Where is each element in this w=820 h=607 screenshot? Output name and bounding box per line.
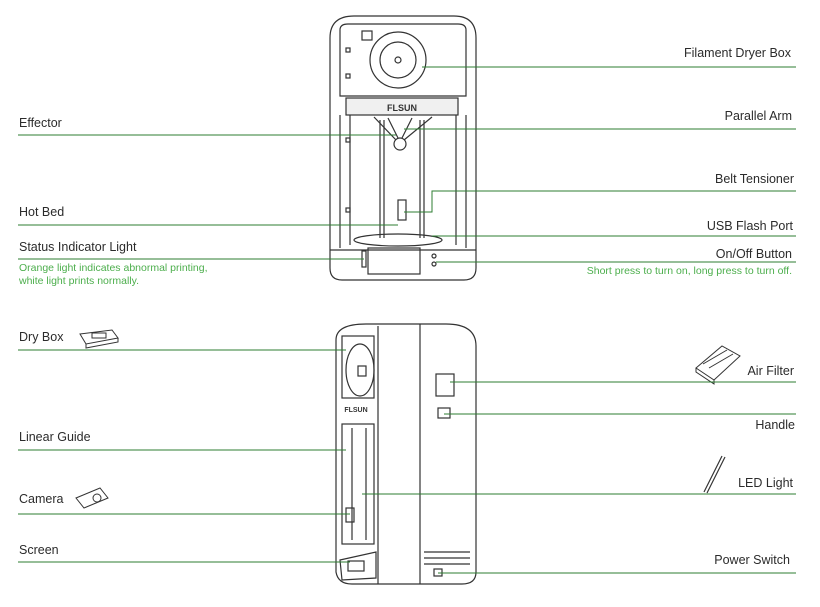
dry-box-thumbnail-icon <box>79 329 119 349</box>
note-status-line-2: white light prints normally. <box>19 275 140 287</box>
air-filter-thumbnail-icon <box>695 345 741 385</box>
note-onoff-button: Short press to turn on, long press to tu… <box>586 265 792 277</box>
label-parallel-arm: Parallel Arm <box>724 109 792 123</box>
brand-logo: FLSUN <box>387 103 417 113</box>
led-light-thumbnail-icon <box>703 455 726 494</box>
label-filament-dryer-box: Filament Dryer Box <box>684 46 791 60</box>
printer-front-view: FLSUN <box>329 15 477 281</box>
camera-thumbnail-icon <box>75 487 109 509</box>
label-air-filter: Air Filter <box>747 364 794 378</box>
label-screen: Screen <box>19 543 59 557</box>
label-onoff-button: On/Off Button <box>715 247 792 261</box>
leader-lines <box>18 66 796 574</box>
label-led-light: LED Light <box>738 476 793 490</box>
printer-angled-view: FLSUN <box>335 323 477 585</box>
label-usb-flash-port: USB Flash Port <box>706 219 793 233</box>
label-dry-box: Dry Box <box>19 330 64 344</box>
label-linear-guide: Linear Guide <box>19 430 91 444</box>
note-status-line-1: Orange light indicates abnormal printing… <box>19 262 208 274</box>
label-belt-tensioner: Belt Tensioner <box>715 172 794 186</box>
label-status-indicator-light: Status Indicator Light <box>19 240 137 254</box>
label-hot-bed: Hot Bed <box>19 205 65 219</box>
label-power-switch: Power Switch <box>714 553 790 567</box>
label-camera: Camera <box>19 492 64 506</box>
label-effector: Effector <box>19 116 62 130</box>
label-handle: Handle <box>755 418 795 432</box>
brand-logo-angled: FLSUN <box>344 407 367 414</box>
